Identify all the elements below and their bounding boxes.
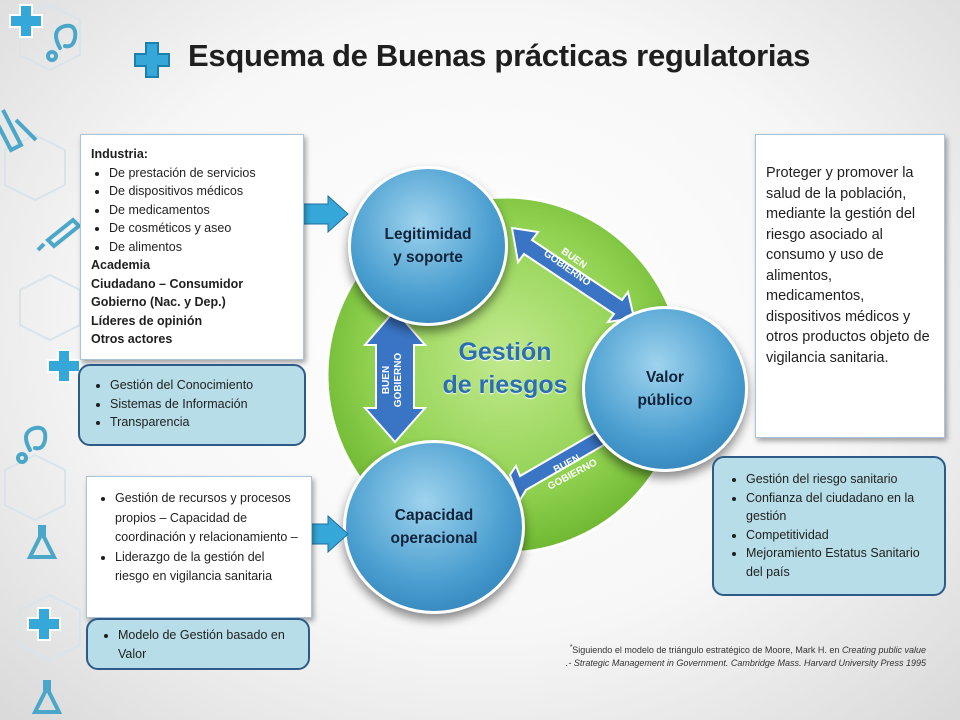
- circle-legitimidad-line2: y soporte: [393, 249, 463, 266]
- plus-icon: [9, 4, 43, 38]
- list-item: Mejoramiento Estatus Sanitario del país: [746, 544, 936, 581]
- list-item: Sistemas de Información: [110, 395, 296, 414]
- list-item: De medicamentos: [109, 201, 295, 220]
- connector-arrow-top: [301, 194, 349, 234]
- stethoscope-icon: [46, 23, 78, 62]
- arrow-label-line1: BUEN: [381, 365, 392, 395]
- footnote-line2: .- Strategic Management in Government. C…: [565, 658, 926, 668]
- syringe-icon: [36, 217, 82, 252]
- flask-icon: [31, 680, 63, 714]
- circle-valor: Valor público: [582, 306, 748, 472]
- plus-icon: [134, 42, 170, 78]
- decorative-icon-column: [0, 3, 82, 714]
- circle-legitimidad-line1: Legitimidad: [384, 226, 472, 243]
- industria-list: De prestación de servicios De dispositiv…: [91, 164, 295, 257]
- flask-icon: [26, 525, 58, 559]
- proteger-text: Proteger y promover la salud de la pobla…: [766, 165, 930, 366]
- recursos-box: Gestión de recursos y procesos propios –…: [86, 476, 312, 618]
- list-item: Gestión del riesgo sanitario: [746, 470, 936, 489]
- list-item: Transparencia: [110, 413, 296, 432]
- list-item: Competitividad: [746, 526, 936, 545]
- circle-valor-line1: Valor: [646, 369, 684, 386]
- footnote-star: *: [569, 644, 573, 651]
- center-label-line1: Gestión: [458, 338, 552, 366]
- circle-capacidad-line1: Capacidad: [394, 507, 474, 524]
- actores-box: Industria: De prestación de servicios De…: [80, 134, 304, 360]
- center-label: Gestión de riesgos: [435, 336, 575, 402]
- circle-capacidad-line2: operacional: [390, 530, 478, 547]
- list-item: Gestión del Conocimiento: [110, 376, 296, 395]
- footnote-line1: Siguiendo el modelo de triángulo estraté…: [572, 645, 842, 655]
- list-item: Liderazgo de la gestión del riesgo en vi…: [115, 548, 301, 587]
- test-tube-icon: [0, 109, 38, 153]
- list-item: Confianza del ciudadano en la gestión: [746, 489, 936, 526]
- list-item: De prestación de servicios: [109, 164, 295, 183]
- riesgo-box: Gestión del riesgo sanitario Confianza d…: [712, 456, 946, 596]
- actor-lideres: Líderes de opinión: [91, 313, 203, 328]
- arrow-label-line2: GOBIERNO: [393, 352, 404, 408]
- list-item: De alimentos: [109, 238, 295, 257]
- actor-otros: Otros actores: [91, 332, 173, 346]
- list-item: Modelo de Gestión basado en Valor: [118, 626, 300, 663]
- plus-icon: [47, 349, 81, 383]
- stethoscope-icon: [16, 425, 48, 464]
- center-label-line2: de riesgos: [442, 371, 568, 399]
- footnote: *Siguiendo el modelo de triángulo estrat…: [470, 641, 926, 670]
- actor-ciudadano: Ciudadano – Consumidor: [91, 276, 244, 291]
- modelo-box: Modelo de Gestión basado en Valor: [86, 618, 310, 670]
- circle-legitimidad: Legitimidad y soporte: [348, 166, 508, 326]
- actores-heading: Industria:: [91, 147, 148, 161]
- proteger-box: Proteger y promover la salud de la pobla…: [755, 134, 945, 438]
- circle-valor-line2: público: [637, 392, 693, 409]
- page-title: Esquema de Buenas prácticas regulatorias: [188, 38, 811, 73]
- circle-capacidad: Capacidad operacional: [343, 440, 525, 614]
- actor-academia: Academia: [91, 258, 151, 272]
- actor-gobierno: Gobierno (Nac. y Dep.): [91, 295, 226, 309]
- list-item: De dispositivos médicos: [109, 182, 295, 201]
- footnote-line1-italic: Creating public value: [841, 645, 926, 655]
- conocimiento-box: Gestión del Conocimiento Sistemas de Inf…: [78, 364, 306, 446]
- list-item: Gestión de recursos y procesos propios –…: [115, 489, 301, 548]
- plus-icon: [27, 607, 61, 641]
- plus-icon: [28, 160, 60, 192]
- arrow-label-left: BUEN GOBIERNO: [381, 343, 405, 417]
- list-item: De cosméticos y aseo: [109, 219, 295, 238]
- double-arrow-left: [362, 308, 428, 444]
